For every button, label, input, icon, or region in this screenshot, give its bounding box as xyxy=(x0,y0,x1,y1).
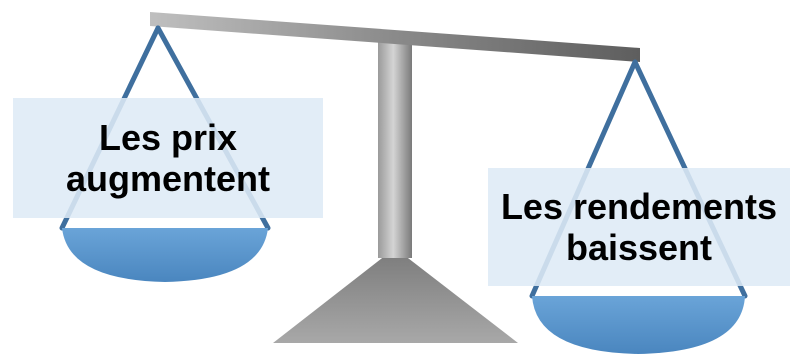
right-pan xyxy=(532,296,745,354)
left-pan-label-line1: Les prix xyxy=(98,116,238,158)
left-pan-label-line2: augmentent xyxy=(65,158,270,199)
scale-post xyxy=(378,36,412,258)
right-pan-label-line2: baissent xyxy=(565,227,713,268)
scale-base xyxy=(273,248,518,343)
scale-beam xyxy=(150,12,640,62)
right-pan-label: Les rendements baissent xyxy=(488,168,790,286)
right-pan-label-line1: Les rendements xyxy=(500,185,778,227)
left-pan-label: Les prix augmentent xyxy=(13,98,323,218)
left-pan xyxy=(62,228,268,282)
